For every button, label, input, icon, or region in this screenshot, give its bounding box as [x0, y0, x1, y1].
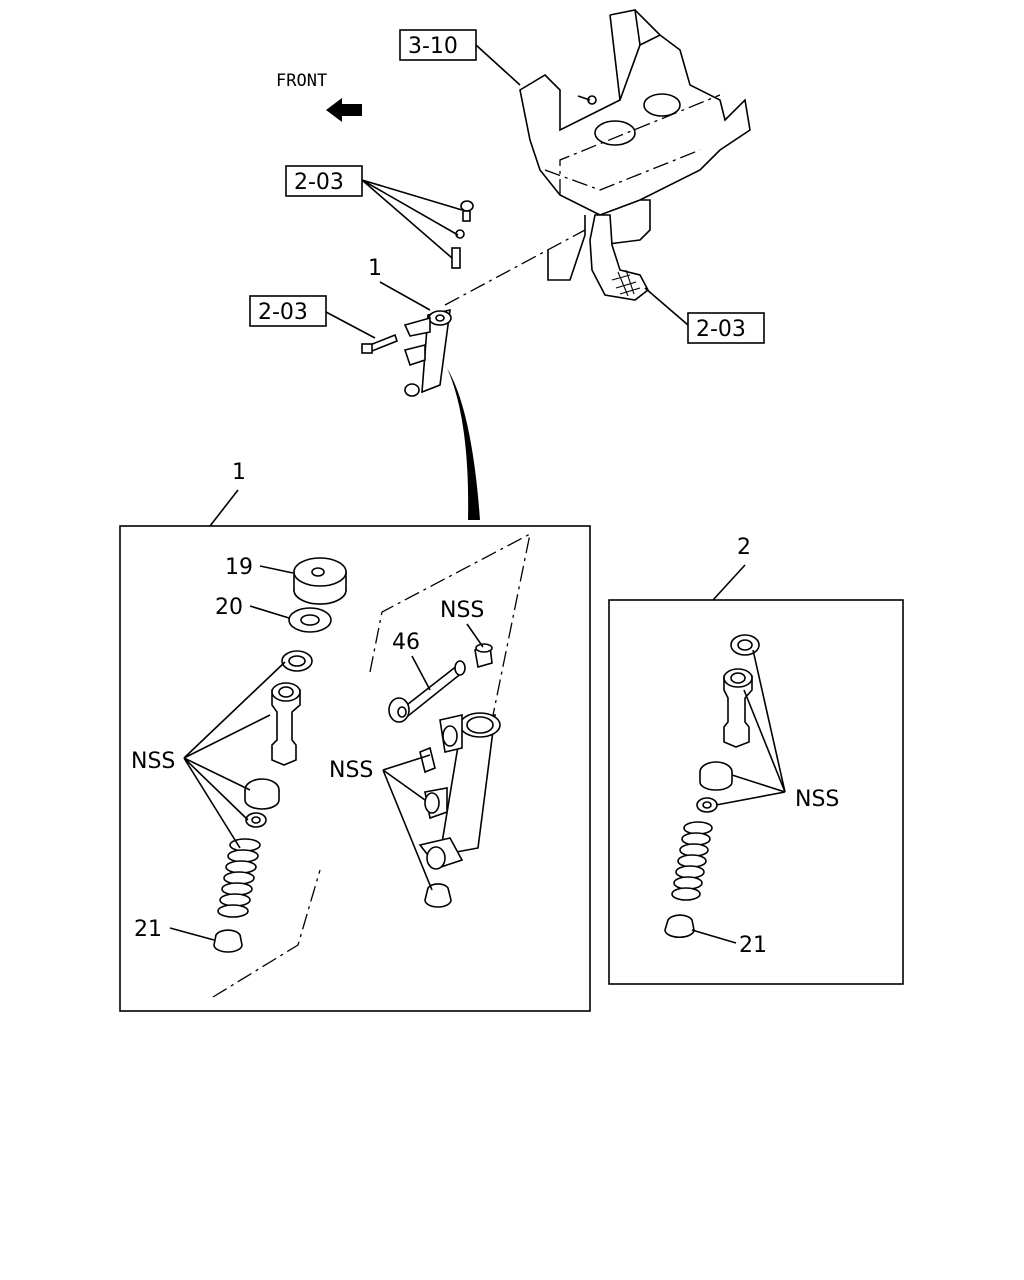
callout-46: 46: [392, 630, 420, 655]
callout-19: 19: [225, 555, 253, 580]
svg-text:3-10: 3-10: [408, 34, 458, 59]
master-cylinder-top: [361, 308, 452, 397]
svg-text:2-03: 2-03: [294, 170, 344, 195]
clevis-parts: [444, 200, 586, 306]
front-label: FRONT: [276, 71, 327, 91]
front-arrow-icon: [326, 98, 362, 122]
spring-left: [217, 838, 261, 918]
ref-box-3-10: 3-10: [399, 29, 521, 86]
callout-nss-mid: NSS: [329, 758, 373, 783]
callout-20: 20: [215, 595, 243, 620]
detail-pointer: [447, 368, 480, 520]
detail-box-2: 2 21 NSS: [608, 535, 904, 985]
detail-box-1: 1 19 20: [119, 460, 591, 1012]
callout-nss-right: NSS: [795, 787, 839, 812]
callout-nss-upper: NSS: [440, 598, 484, 623]
pedal-bracket: [519, 9, 751, 301]
callout-21-left: 21: [134, 917, 162, 942]
spring-right: [671, 821, 713, 901]
callout-1-top: 1: [368, 256, 382, 281]
ref-box-2-03-left: 2-03: [249, 295, 376, 339]
callout-21-right: 21: [739, 933, 767, 958]
callout-2-box: 2: [737, 535, 751, 560]
callout-1-box: 1: [232, 460, 246, 485]
ref-box-2-03-right: 2-03: [644, 287, 765, 344]
callout-nss-left: NSS: [131, 749, 175, 774]
svg-text:2-03: 2-03: [696, 317, 746, 342]
svg-text:2-03: 2-03: [258, 300, 308, 325]
ref-box-2-03-top: 2-03: [285, 165, 463, 259]
